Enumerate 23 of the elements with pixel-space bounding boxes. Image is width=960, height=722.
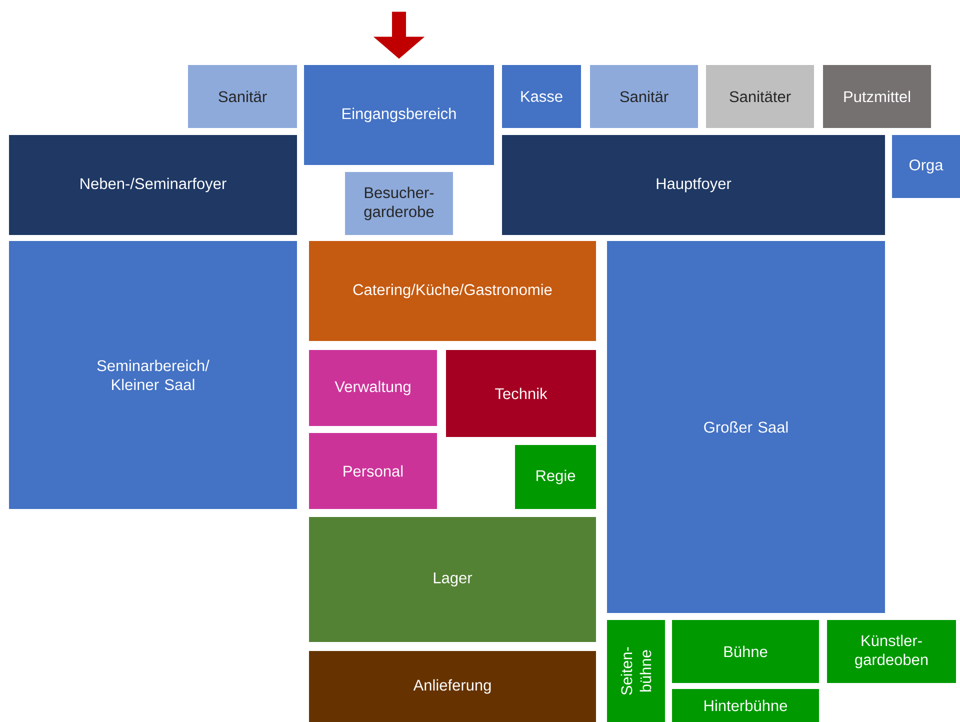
room-box: Putzmittel xyxy=(823,65,932,128)
room-box: Kasse xyxy=(502,65,581,128)
room-box: Sanitär xyxy=(188,65,297,128)
room-box: Personal xyxy=(309,433,437,509)
room-box: Eingangsbereich xyxy=(304,65,494,165)
room-box: Technik xyxy=(446,350,596,437)
room-box: Seiten- bühne xyxy=(607,620,665,722)
room-box: Orga xyxy=(892,135,960,198)
room-box: Sanitäter xyxy=(706,65,814,128)
room-box: Lager xyxy=(309,517,596,642)
room-box: Sanitär xyxy=(590,65,698,128)
room-box: Besucher- garderobe xyxy=(345,172,453,235)
room-box: Hauptfoyer xyxy=(502,135,886,235)
room-box: Großer Saal xyxy=(607,241,886,613)
room-box: Catering/Küche/Gastronomie xyxy=(309,241,596,341)
room-box: Verwaltung xyxy=(309,350,437,426)
room-box: Anlieferung xyxy=(309,651,596,722)
room-box: Hinterbühne xyxy=(672,689,819,722)
room-box: Regie xyxy=(515,445,596,509)
room-box: Seminarbereich/ Kleiner Saal xyxy=(9,241,297,509)
room-box: Künstler- gardeoben xyxy=(827,620,956,683)
room-box: Bühne xyxy=(672,620,819,683)
room-box: Neben-/Seminarfoyer xyxy=(9,135,297,235)
